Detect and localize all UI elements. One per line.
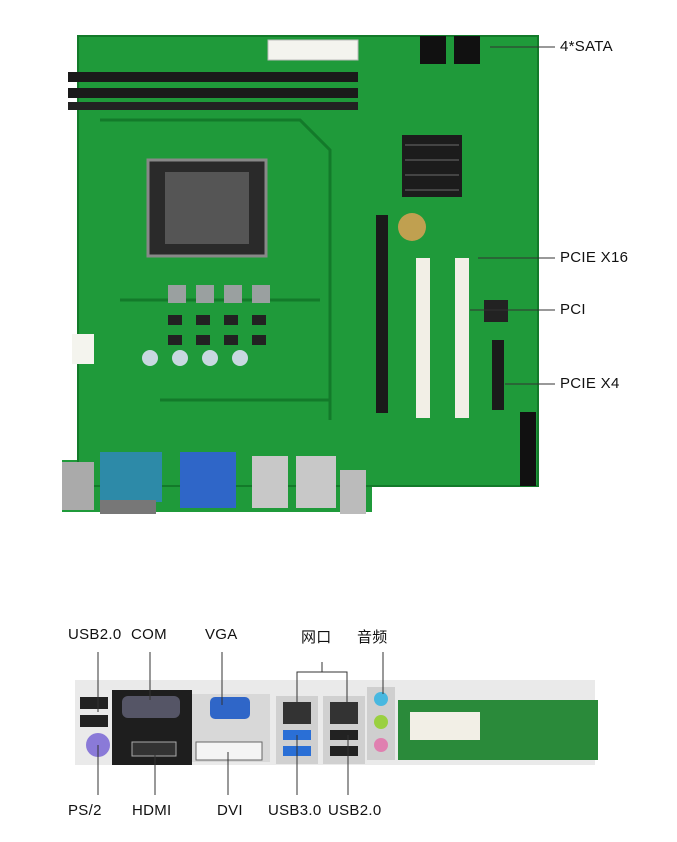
io-label-hdmi: HDMI xyxy=(132,802,172,819)
io-label-ps2: PS/2 xyxy=(68,802,102,819)
io-label-vga: VGA xyxy=(205,626,238,643)
io-label-usb20-top: USB2.0 xyxy=(68,626,122,643)
io-label-dvi: DVI xyxy=(217,802,243,819)
io-label-usb20-bottom: USB2.0 xyxy=(328,802,382,819)
io-label-lan: 网口 xyxy=(301,629,332,646)
pcie-x4-slot xyxy=(492,340,504,410)
motherboard-board xyxy=(62,35,539,514)
io-label-audio: 音频 xyxy=(357,629,388,646)
pcie-x16-slot xyxy=(376,215,388,413)
pci-slot-2 xyxy=(455,258,469,418)
pci-slot-1 xyxy=(416,258,430,418)
board-callout-lines xyxy=(470,46,555,385)
callout-sata: 4*SATA xyxy=(560,38,613,55)
io-label-com: COM xyxy=(131,626,167,643)
callout-pci: PCI xyxy=(560,301,586,318)
callout-pcie-x4: PCIE X4 xyxy=(560,375,620,392)
rear-io-panel xyxy=(75,680,598,765)
io-label-usb30: USB3.0 xyxy=(268,802,322,819)
io-callout-lines xyxy=(97,652,384,795)
callout-pcie-x16: PCIE X16 xyxy=(560,249,629,266)
